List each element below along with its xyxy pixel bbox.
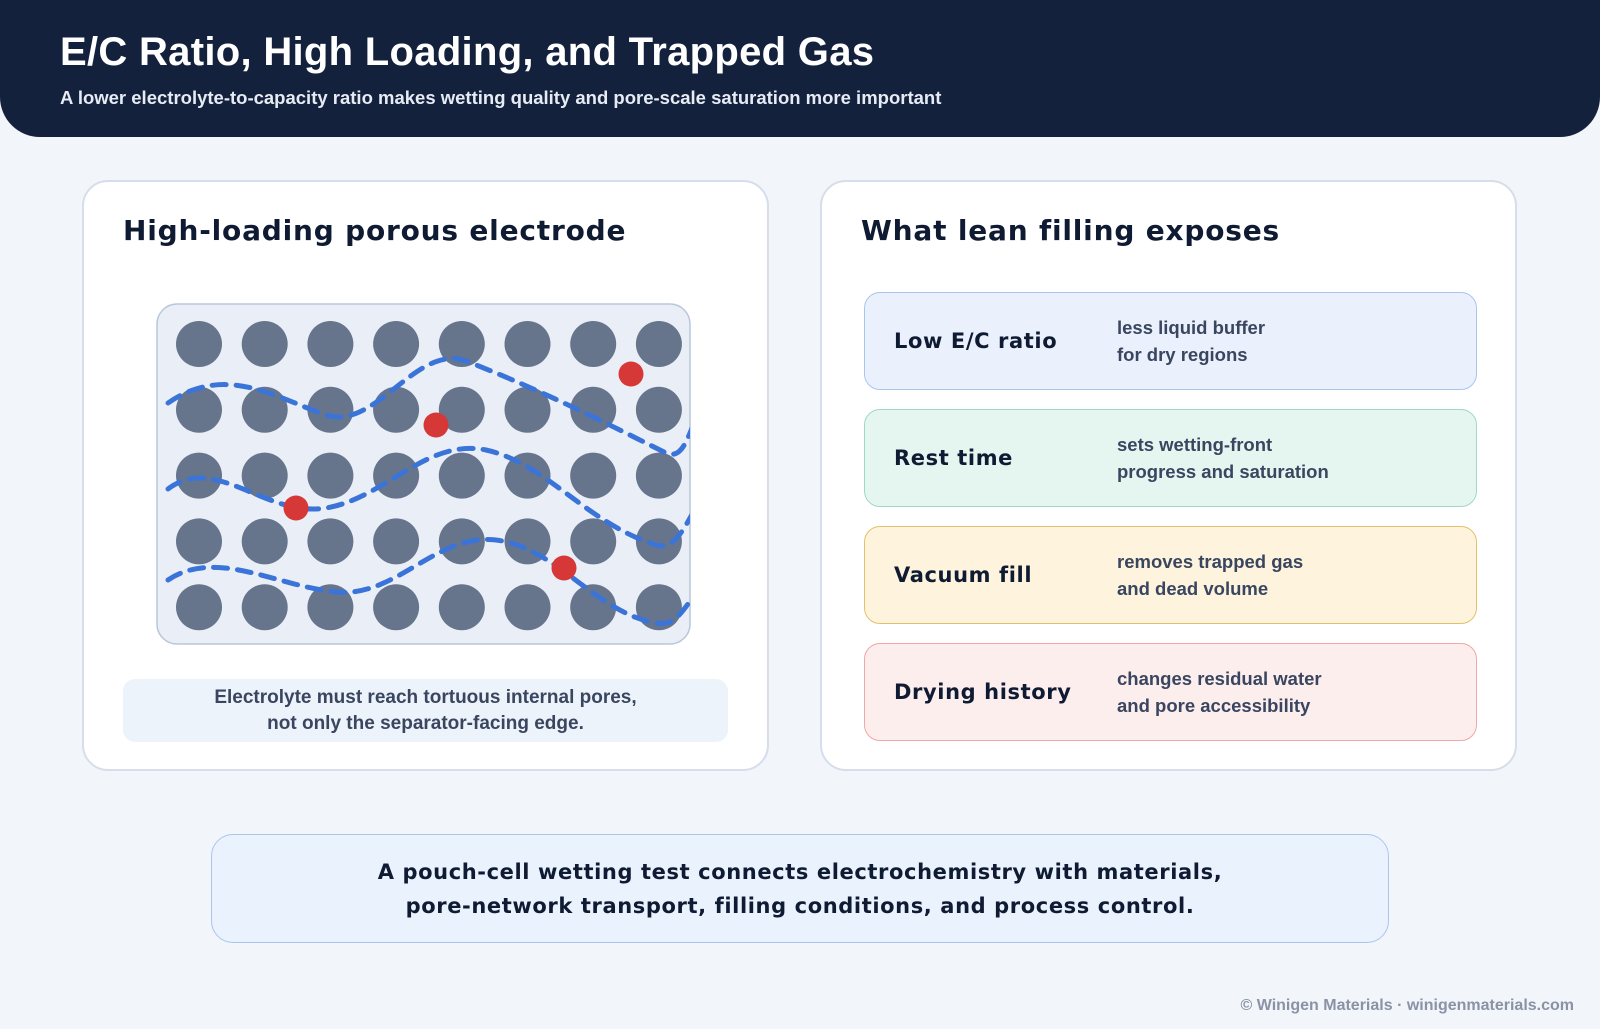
active-particle: [635, 452, 682, 499]
card-description-line-1: less liquid buffer: [1117, 317, 1266, 338]
card-vacuum-fill: Vacuum fill removes trapped gas and dead…: [864, 526, 1477, 624]
summary-line-2: pore-network transport, filling conditio…: [405, 893, 1195, 918]
porous-electrode-diagram: [156, 303, 691, 645]
trapped-gas-bubble: [618, 361, 644, 387]
summary-line-1: A pouch-cell wetting test connects elect…: [377, 859, 1223, 884]
active-particle: [504, 321, 551, 367]
active-particle: [241, 452, 288, 499]
active-particle: [241, 584, 288, 631]
card-low-ec-ratio: Low E/C ratio less liquid buffer for dry…: [864, 292, 1477, 390]
summary-box: A pouch-cell wetting test connects elect…: [211, 834, 1389, 943]
electrolyte-paths: [165, 356, 690, 626]
active-particle: [373, 584, 420, 631]
active-particle: [570, 584, 617, 631]
electrode-panel: High-loading porous electrode Electrolyt…: [82, 180, 769, 771]
card-label: Drying history: [894, 680, 1072, 704]
card-description: less liquid buffer for dry regions: [1117, 314, 1265, 368]
active-particle: [570, 518, 617, 565]
card-description: sets wetting-front progress and saturati…: [1117, 431, 1329, 485]
card-description: changes residual water and pore accessib…: [1117, 665, 1322, 719]
active-particle: [438, 584, 485, 631]
active-particle: [176, 386, 222, 433]
electrode-panel-title: High-loading porous electrode: [123, 214, 627, 247]
page-subtitle: A lower electrolyte-to-capacity ratio ma…: [60, 87, 942, 108]
active-particle: [504, 386, 551, 433]
electrode-note-line-1: Electrolyte must reach tortuous internal…: [214, 686, 637, 708]
card-description-line-2: and pore accessibility: [1117, 695, 1311, 716]
electrode-note: Electrolyte must reach tortuous internal…: [123, 679, 728, 742]
card-label: Low E/C ratio: [894, 329, 1058, 353]
card-description-line-2: progress and saturation: [1117, 461, 1329, 482]
trapped-gas-bubble: [283, 495, 309, 521]
electrode-note-line-2: not only the separator-facing edge.: [267, 712, 584, 734]
trapped-gas-bubble: [423, 412, 449, 438]
active-particles: [176, 321, 682, 631]
active-particle: [241, 518, 288, 565]
active-particle: [307, 452, 354, 499]
card-description-line-2: for dry regions: [1117, 344, 1248, 365]
header-banner: E/C Ratio, High Loading, and Trapped Gas…: [0, 0, 1600, 137]
trapped-gas-bubbles: [283, 361, 644, 581]
active-particle: [635, 321, 682, 367]
card-description-line-1: sets wetting-front: [1117, 434, 1273, 455]
active-particle: [635, 386, 682, 433]
trapped-gas-bubble: [551, 555, 577, 581]
card-description: removes trapped gas and dead volume: [1117, 548, 1303, 602]
card-description-line-2: and dead volume: [1117, 578, 1269, 599]
active-particle: [307, 518, 354, 565]
active-particle: [307, 321, 354, 367]
card-rest-time: Rest time sets wetting-front progress an…: [864, 409, 1477, 507]
active-particle: [176, 584, 222, 631]
card-label: Rest time: [894, 446, 1014, 470]
active-particle: [176, 518, 222, 565]
active-particle: [176, 321, 222, 367]
card-description-line-1: removes trapped gas: [1117, 551, 1304, 572]
active-particle: [438, 386, 485, 433]
active-particle: [504, 452, 551, 499]
active-particle: [570, 452, 617, 499]
card-drying-history: Drying history changes residual water an…: [864, 643, 1477, 741]
active-particle: [241, 386, 288, 433]
active-particle: [635, 518, 682, 565]
electrolyte-path-2: [165, 445, 690, 549]
card-label: Vacuum fill: [894, 563, 1033, 587]
active-particle: [373, 321, 420, 367]
electrolyte-path-3: [165, 537, 690, 626]
active-particle: [307, 386, 354, 433]
active-particle: [504, 584, 551, 631]
page-title: E/C Ratio, High Loading, and Trapped Gas: [60, 30, 875, 74]
active-particle: [307, 584, 354, 631]
electrolyte-path-1: [165, 356, 690, 457]
lean-filling-panel: What lean filling exposes Low E/C ratio …: [820, 180, 1517, 771]
active-particle: [438, 321, 485, 367]
active-particle: [570, 321, 617, 367]
card-description-line-1: changes residual water: [1117, 668, 1322, 689]
active-particle: [438, 452, 485, 499]
active-particle: [241, 321, 288, 367]
active-particle: [373, 518, 420, 565]
active-particle: [373, 386, 420, 433]
lean-filling-panel-title: What lean filling exposes: [861, 214, 1280, 247]
footer-credit: © Winigen Materials · winigenmaterials.c…: [1240, 997, 1575, 1014]
active-particle: [570, 386, 617, 433]
